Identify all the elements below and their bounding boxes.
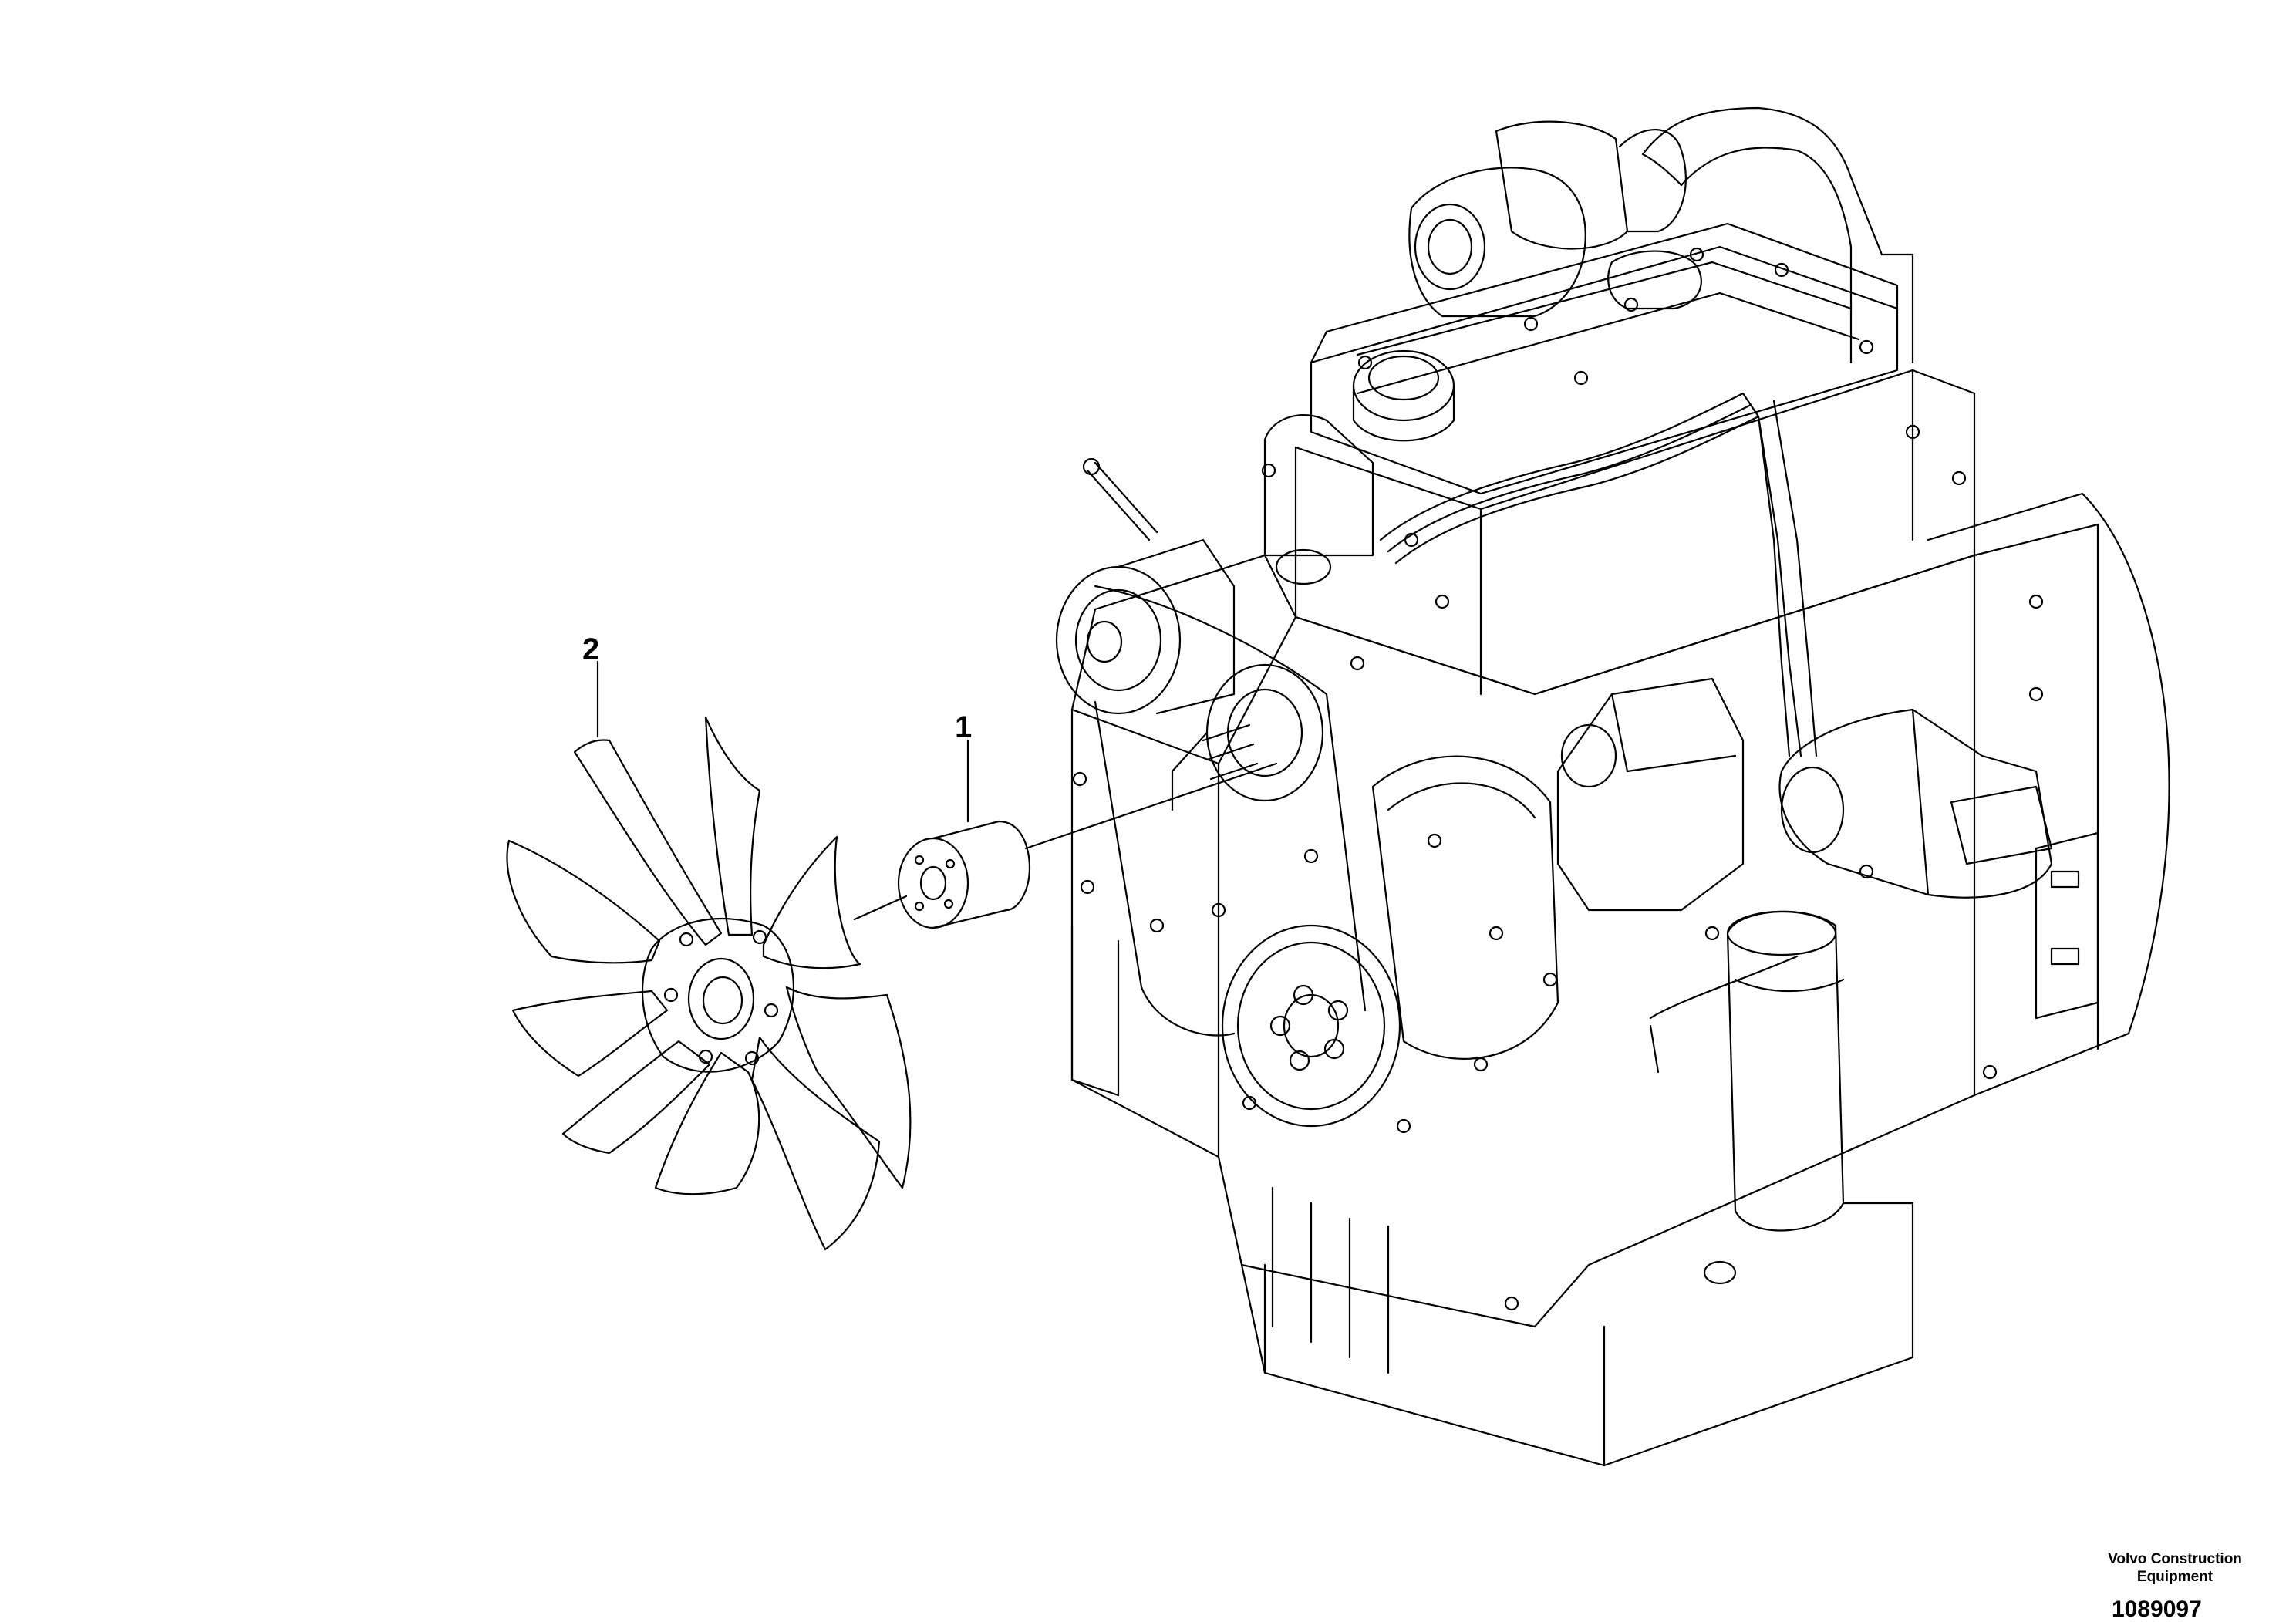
- fan-hub-spacer: [899, 821, 1030, 928]
- assembly-axis-line: [855, 764, 1276, 919]
- brand-line-2: Equipment: [2136, 1569, 2213, 1585]
- brand-line-1: Volvo Construction: [2108, 1551, 2242, 1567]
- brand-label: Volvo Construction Equipment: [2082, 1550, 2267, 1586]
- cooling-fan: [507, 717, 910, 1249]
- callout-number-1: 1: [955, 710, 973, 744]
- figure-number: 1089097: [2112, 1597, 2202, 1622]
- callout-number-2: 2: [582, 632, 600, 666]
- engine-assembly: [1057, 108, 2170, 1465]
